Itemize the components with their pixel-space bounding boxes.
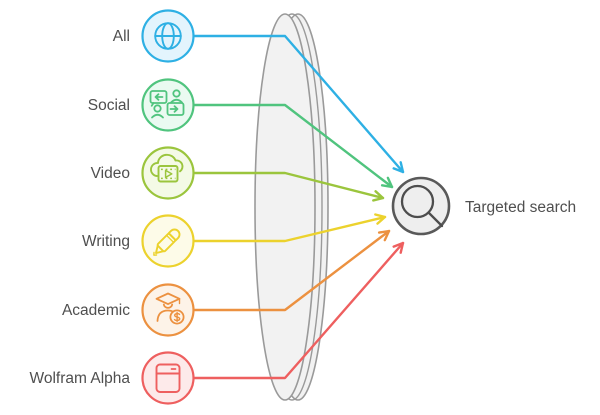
social-chat-icon (141, 78, 195, 132)
connector-line (191, 229, 391, 312)
target-search-label: Targeted search (465, 199, 576, 216)
connector-social (191, 103, 394, 189)
arrowhead (377, 229, 391, 242)
source-label-video: Video (91, 165, 130, 182)
connector-academic (191, 229, 391, 312)
lens (254, 13, 329, 401)
arrowhead (392, 161, 405, 174)
source-label-social: Social (88, 97, 130, 114)
source-label-writing: Writing (82, 233, 130, 250)
lens-front-ellipse (254, 13, 316, 401)
connector-line (191, 103, 394, 189)
wolfram-appliance-icon (141, 351, 195, 405)
connector-line (191, 241, 405, 380)
connector-line (191, 34, 405, 174)
connector-line (191, 171, 385, 200)
connector-wolfram (191, 241, 405, 380)
arrowhead (374, 213, 387, 225)
connector-line (191, 215, 387, 243)
connector-writing (191, 213, 387, 243)
video-cloud-icon (141, 146, 195, 200)
source-label-wolfram: Wolfram Alpha (29, 370, 130, 387)
arrowhead (372, 190, 385, 202)
connector-all (191, 34, 405, 174)
connectors (191, 34, 405, 380)
arrowhead (392, 241, 405, 254)
icon-circle (141, 214, 195, 268)
icon-circle (141, 351, 195, 405)
targeted-search: Targeted search (391, 176, 576, 236)
connector-video (191, 171, 385, 202)
source-label-all: All (113, 28, 130, 45)
graduation-coin-icon (141, 283, 195, 337)
arrowhead (380, 176, 394, 189)
source-label-academic: Academic (62, 302, 130, 319)
globe-icon (141, 9, 195, 63)
pen-icon (141, 214, 195, 268)
search-icon (400, 184, 444, 228)
source-labels: All Social Video Writing Academic Wolfra… (29, 28, 130, 387)
